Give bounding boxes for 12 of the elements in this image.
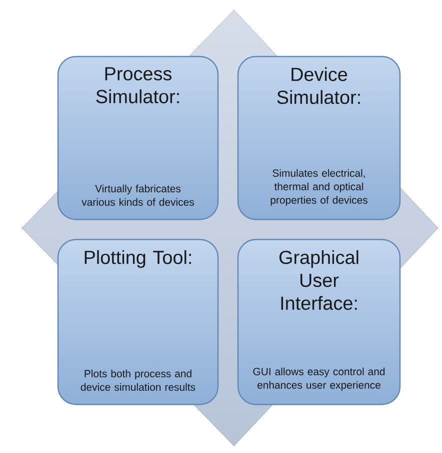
box-description: Virtually fabricates various kinds of devices [82, 184, 194, 206]
box-description: Simulates electrical, thermal and optical properties of devices [270, 169, 368, 206]
rounded-box [237, 56, 401, 220]
box-heading: Plotting Tool: [84, 250, 191, 268]
box-description: GUI allows easy control and enhances user experience [253, 368, 385, 391]
box-heading: Graphical User Interface: [279, 250, 358, 310]
rounded-box [57, 238, 219, 406]
rounded-box [237, 238, 401, 406]
rounded-box [57, 56, 219, 220]
box-heading: Device Simulator: [277, 67, 360, 104]
box-heading: Process Simulator: [96, 67, 179, 104]
box-description: Plots both process and device simulation results [80, 370, 196, 391]
